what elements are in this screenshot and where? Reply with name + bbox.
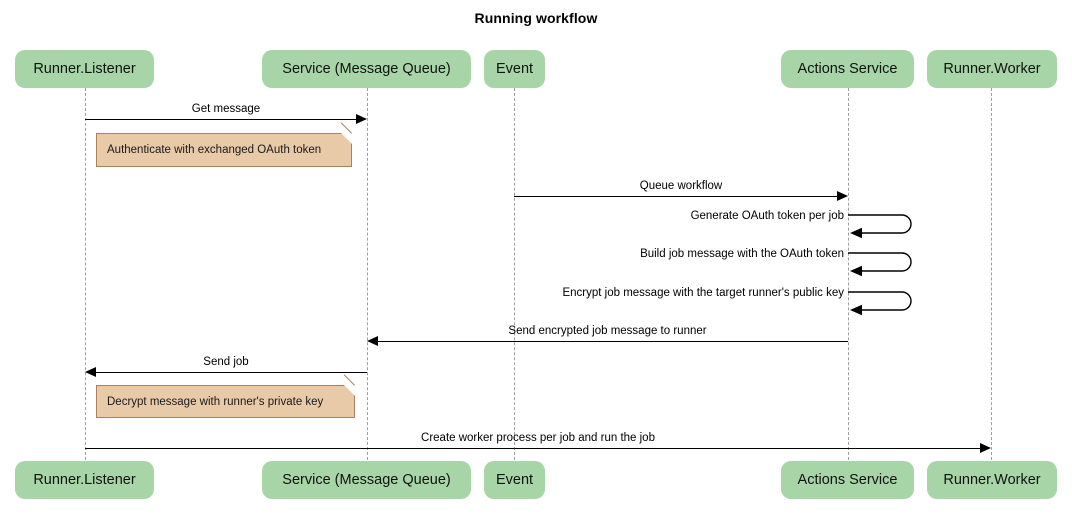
actor-label: Service (Message Queue) (282, 61, 451, 77)
actor-label: Event (495, 61, 534, 77)
lifeline-runner-worker (991, 88, 992, 460)
actor-footer-runner-worker[interactable]: Runner.Worker (927, 461, 1057, 499)
note-fold-edge-icon (343, 374, 355, 386)
message-line-send-job (96, 372, 367, 373)
message-label-get-message: Get message (191, 103, 261, 115)
lifeline-actions-service (848, 88, 849, 460)
actor-header-runner-listener[interactable]: Runner.Listener (15, 50, 154, 88)
lifeline-runner-listener (85, 88, 86, 460)
message-selfloop-encrypt-job-message (848, 286, 928, 318)
actor-footer-event[interactable]: Event (484, 461, 545, 499)
lifeline-service-queue (367, 88, 368, 460)
actor-header-service-queue[interactable]: Service (Message Queue) (262, 50, 471, 88)
lifeline-event (514, 88, 515, 460)
message-selfloop-generate-oauth (848, 209, 928, 241)
actor-footer-actions-service[interactable]: Actions Service (781, 461, 914, 499)
message-label-build-job-message: Build job message with the OAuth token (640, 248, 844, 260)
message-line-create-worker (85, 448, 981, 449)
actor-label: Runner.Worker (943, 61, 1041, 77)
message-arrowhead-get-message (356, 113, 367, 124)
message-label-send-job: Send job (203, 356, 249, 368)
note-decrypt: Decrypt message with runner's private ke… (96, 374, 355, 418)
message-arrowhead-queue-workflow (837, 190, 848, 201)
actor-label: Runner.Worker (943, 472, 1041, 488)
message-label-send-encrypted: Send encrypted job message to runner (508, 325, 707, 337)
page-title: Running workflow (474, 10, 598, 26)
note-fold-icon (341, 133, 352, 144)
actor-label: Event (495, 472, 534, 488)
message-line-queue-workflow (514, 196, 838, 197)
note-fold-edge-icon (340, 122, 352, 134)
message-line-send-encrypted (378, 341, 848, 342)
note-fold-icon (344, 385, 355, 396)
actor-header-event[interactable]: Event (484, 50, 545, 88)
note-label: Decrypt message with runner's private ke… (107, 395, 324, 408)
note-authenticate: Authenticate with exchanged OAuth token (96, 122, 352, 167)
actor-header-actions-service[interactable]: Actions Service (781, 50, 914, 88)
message-arrowhead-send-job (85, 366, 96, 377)
message-line-get-message (85, 119, 357, 120)
message-label-create-worker: Create worker process per job and run th… (421, 432, 655, 444)
actor-label: Actions Service (797, 61, 898, 77)
message-label-queue-workflow: Queue workflow (639, 180, 723, 192)
actor-footer-runner-listener[interactable]: Runner.Listener (15, 461, 154, 499)
actor-label: Actions Service (797, 472, 898, 488)
message-selfloop-build-job-message (848, 247, 928, 279)
note-label: Authenticate with exchanged OAuth token (107, 144, 322, 156)
message-label-generate-oauth: Generate OAuth token per job (690, 210, 844, 222)
actor-label: Service (Message Queue) (282, 472, 451, 488)
actor-footer-service-queue[interactable]: Service (Message Queue) (262, 461, 471, 499)
message-label-encrypt-job-message: Encrypt job message with the target runn… (562, 287, 844, 299)
message-arrowhead-create-worker (980, 442, 991, 453)
actor-label: Runner.Listener (33, 61, 136, 77)
actor-header-runner-worker[interactable]: Runner.Worker (927, 50, 1057, 88)
message-arrowhead-send-encrypted (367, 335, 378, 346)
actor-label: Runner.Listener (33, 472, 136, 488)
